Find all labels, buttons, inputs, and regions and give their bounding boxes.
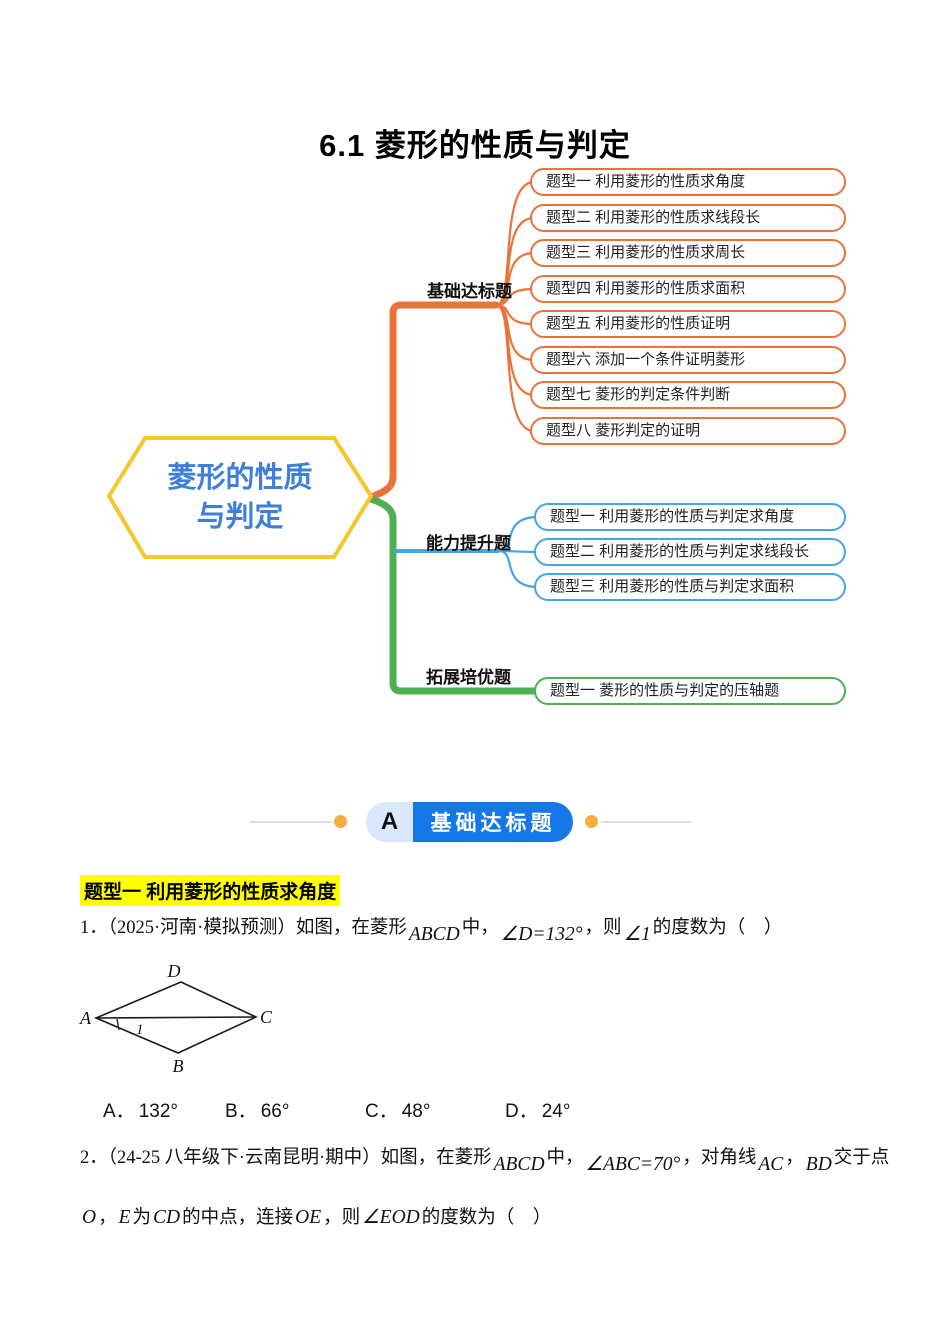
q2-text: ， <box>785 1148 804 1168</box>
branch-label-basic: 基础达标题 <box>427 282 512 301</box>
center-title-line1: 菱形的性质 <box>167 462 313 494</box>
badge-right-line <box>601 821 691 823</box>
q1-math-angle-d: ∠D=132° <box>500 924 583 945</box>
rhombus-figure: 1 D A C B <box>79 961 273 1076</box>
q2-math-o: O <box>82 1207 97 1228</box>
q2-text: 交于点 <box>833 1148 890 1168</box>
green-trunk-line <box>367 495 540 695</box>
q1-text: 中， <box>461 918 499 938</box>
option-a: A．132° <box>103 1096 178 1123</box>
orange-connector <box>495 303 535 433</box>
q1-text: 1．（2025·河南·模拟预测）如图，在菱形 <box>80 918 407 938</box>
q2-math-e: E <box>118 1207 131 1228</box>
q2-math-eod: ∠EOD <box>362 1207 420 1228</box>
mindmap-topic: 题型八 菱形判定的证明 <box>530 417 846 445</box>
blue-connector <box>498 549 539 589</box>
q2-text: ，则 <box>323 1208 361 1228</box>
mindmap-topic: 题型四 利用菱形的性质求面积 <box>530 275 846 303</box>
page-title: 6.1 菱形的性质与判定 <box>319 128 631 163</box>
q1-options-row: A．132° B．66° C．48° D．24° <box>0 1096 950 1126</box>
mindmap-topic: 题型三 利用菱形的性质与判定求面积 <box>534 573 846 601</box>
vertex-c-label: C <box>260 1007 273 1027</box>
option-b: B．66° <box>225 1096 289 1123</box>
orange-connector <box>495 303 535 362</box>
mindmap-connectors <box>367 180 540 695</box>
mindmap-center-title: 菱形的性质 与判定 <box>106 433 374 563</box>
q2-text: 的度数为（ ） <box>421 1208 552 1228</box>
q1-text: ，则 <box>584 918 622 938</box>
q2-text: 2．（24-25 八年级下·云南昆明·期中）如图，在菱形 <box>80 1148 492 1168</box>
option-b-letter: B． <box>225 1101 257 1122</box>
orange-trunk-line <box>367 301 500 501</box>
mindmap-topic: 题型一 利用菱形的性质与判定求角度 <box>534 503 846 531</box>
orange-connector <box>495 251 535 307</box>
q2-text: 为 <box>132 1208 152 1228</box>
option-c-letter: C． <box>365 1101 398 1122</box>
q2-math-ac: AC <box>758 1154 784 1175</box>
q2-text: 中， <box>546 1148 584 1168</box>
option-b-value: 66° <box>260 1101 290 1122</box>
q1-text: 的度数为（ ） <box>652 918 783 938</box>
option-c-value: 48° <box>401 1101 431 1122</box>
mindmap-topic: 题型七 菱形的判定条件判断 <box>530 381 846 409</box>
mindmap-topic: 题型三 利用菱形的性质求周长 <box>530 239 846 267</box>
q2-math-angle-abc: ∠ABC=70° <box>585 1154 681 1175</box>
mindmap-center-hexagon <box>107 436 373 559</box>
badge-left-line <box>250 821 332 823</box>
option-a-letter: A． <box>103 1101 135 1122</box>
mindmap-topic: 题型二 利用菱形的性质与判定求线段长 <box>534 538 846 566</box>
hexagon-shape <box>107 436 373 559</box>
branch-label-advanced: 拓展培优题 <box>426 668 511 687</box>
badge-right-dot <box>585 815 598 828</box>
branch-label-ability: 能力提升题 <box>426 534 511 553</box>
mindmap-topic: 题型二 利用菱形的性质求线段长 <box>530 204 846 232</box>
center-title-line2: 与判定 <box>196 501 284 533</box>
option-c: C．48° <box>365 1096 430 1123</box>
mindmap-topic: 题型六 添加一个条件证明菱形 <box>530 346 846 374</box>
orange-connector <box>495 216 535 307</box>
mindmap-topic: 题型五 利用菱形的性质证明 <box>530 310 846 338</box>
option-d-letter: D． <box>505 1101 538 1122</box>
vertex-d-label: D <box>167 961 181 981</box>
q1-math-angle-1: ∠1 <box>623 924 651 945</box>
option-d-value: 24° <box>541 1101 571 1122</box>
vertex-a-label: A <box>79 1008 92 1028</box>
option-a-value: 132° <box>138 1101 178 1122</box>
mindmap-topic: 题型一 利用菱形的性质求角度 <box>530 168 846 196</box>
q2-math-oe: OE <box>295 1207 322 1228</box>
q2-text: 的中点，连接 <box>182 1208 294 1228</box>
section-letter-badge: A <box>366 802 413 842</box>
vertex-b-label: B <box>173 1056 184 1076</box>
diagonal-ac <box>95 1016 257 1019</box>
q2-math-cd: CD <box>153 1207 181 1228</box>
angle-arc <box>116 1018 120 1031</box>
option-d: D．24° <box>505 1096 570 1123</box>
q2-math-abcd: ABCD <box>493 1154 545 1175</box>
q2-text: ，对角线 <box>682 1148 757 1168</box>
q2-text: ， <box>98 1208 117 1228</box>
problem-type-heading: 题型一 利用菱形的性质求角度 <box>80 875 341 906</box>
angle-1-label: 1 <box>136 1022 144 1038</box>
q2-math-bd: BD <box>805 1154 832 1175</box>
section-title-badge: 基础达标题 <box>413 802 573 842</box>
q1-math-abcd: ABCD <box>408 924 460 945</box>
badge-left-dot <box>334 815 347 828</box>
mindmap-topic: 题型一 菱形的性质与判定的压轴题 <box>534 677 846 705</box>
